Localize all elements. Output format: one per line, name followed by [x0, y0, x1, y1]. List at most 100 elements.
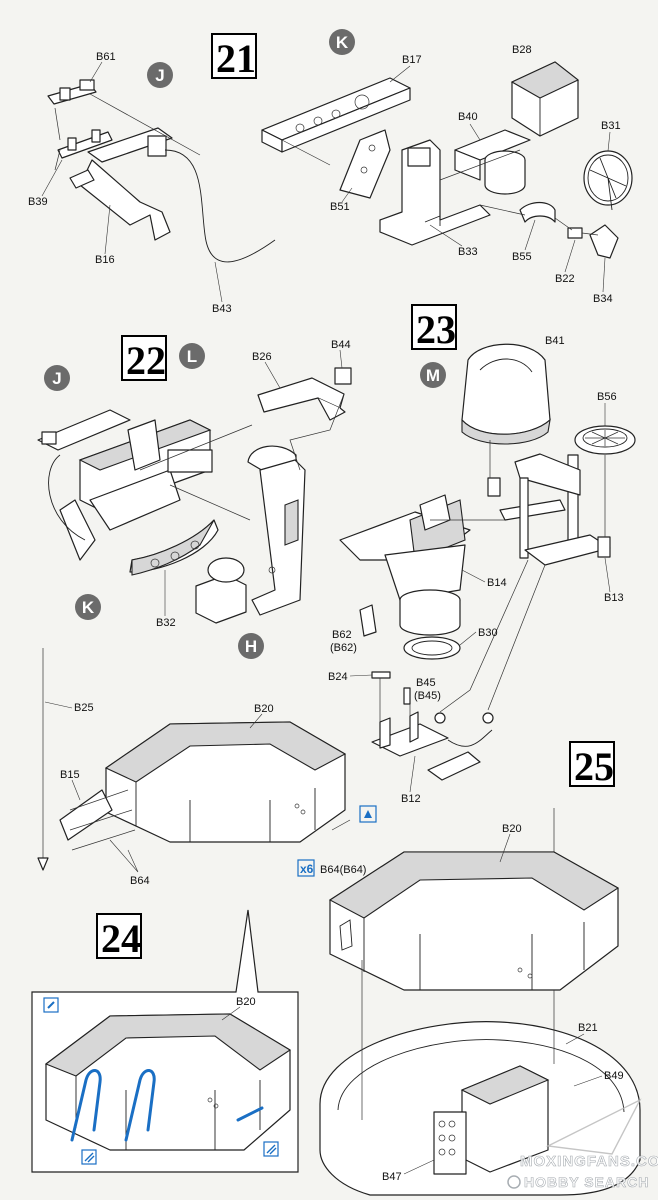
marker-K-circle	[329, 29, 355, 55]
label-B43: B43	[212, 303, 232, 315]
label-B34: B34	[593, 293, 613, 305]
leader-line	[389, 65, 411, 83]
part-B43-cable	[164, 149, 276, 263]
leader-line	[461, 569, 486, 583]
part-B31-wheel	[583, 150, 633, 211]
label-B45: B45	[416, 677, 436, 689]
sub-assembly-K: K	[261, 29, 633, 305]
label-B62-paren: (B62)	[330, 642, 357, 654]
label-B51: B51	[330, 201, 350, 213]
leader-line	[221, 1006, 241, 1021]
leader-line	[607, 131, 611, 152]
turret-ring-step-24-prep: x6 B64(B64) B25 B20 B15 B64	[37, 648, 377, 887]
label-B32: B32	[156, 617, 176, 629]
label-B22: B22	[555, 273, 575, 285]
guide-line	[379, 678, 411, 722]
grab-handle-left	[70, 1069, 102, 1142]
guide-line	[581, 232, 599, 236]
step-25-number: 25	[574, 744, 614, 789]
step-21: 21 J B61 B39 B16	[28, 33, 276, 315]
guide-line	[169, 484, 251, 521]
part-B34	[589, 224, 619, 259]
leader-line	[564, 239, 576, 273]
part-B24	[371, 671, 391, 679]
watermark-line-2: HOBBY SEARCH	[524, 1174, 649, 1190]
part-B61-bracket	[47, 79, 97, 105]
glue-icon	[359, 805, 377, 823]
watermark-logo	[545, 1098, 642, 1155]
label-B21: B21	[578, 1022, 598, 1034]
leader-line	[44, 701, 73, 709]
leader-line	[409, 755, 416, 793]
guide-line	[554, 217, 573, 231]
guide-line	[439, 149, 521, 181]
marker-M-label: M	[426, 366, 440, 385]
label-B15: B15	[60, 769, 80, 781]
cement-icon	[43, 997, 59, 1013]
step-22: 22 L J K H	[37, 335, 352, 659]
step-21-number: 21	[216, 36, 256, 81]
part-B41-seat	[461, 343, 551, 445]
watermark-line-1: MOXINGFANS.COM	[520, 1153, 658, 1170]
part-B17-plate	[261, 77, 411, 153]
part-B33-frame	[379, 139, 491, 246]
watermark: MOXINGFANS.COM HOBBY SEARCH	[507, 1098, 658, 1190]
leader-line	[341, 187, 353, 203]
guide-line	[331, 819, 351, 831]
part-B40	[454, 129, 531, 195]
leader-line	[349, 674, 373, 677]
guide-line	[69, 789, 136, 851]
label-B55: B55	[512, 251, 532, 263]
guide-line	[139, 424, 253, 471]
leader-line	[499, 833, 511, 863]
hobby-search-icon	[507, 1175, 521, 1189]
step-25: 25 B20 B21 B49 B47	[319, 741, 641, 1196]
label-B20-upper: B20	[254, 703, 274, 715]
step-24: 24 B20	[31, 909, 299, 1173]
marker-H-circle	[238, 633, 264, 659]
guide-line	[479, 204, 526, 216]
leader-line	[469, 123, 481, 141]
marker-K-label: K	[336, 33, 349, 52]
part-B13-stand	[487, 453, 611, 566]
part-B62	[359, 604, 377, 637]
step-24-box	[96, 913, 142, 959]
step-22-box	[121, 335, 167, 381]
label-B20-step25: B20	[502, 823, 522, 835]
step-21-box	[211, 33, 257, 79]
guide-line	[54, 107, 61, 141]
leader-line	[109, 839, 139, 873]
rod-part	[236, 1106, 264, 1122]
part-B30-inner	[411, 640, 453, 656]
part-B39	[57, 129, 113, 159]
quantity-label: B64(B64)	[320, 864, 366, 876]
label-B62: B62	[332, 629, 352, 641]
label-B31: B31	[601, 120, 621, 132]
part-B15	[59, 789, 113, 841]
label-B20-step24: B20	[236, 996, 256, 1008]
assembled-J-K	[37, 409, 213, 561]
leader-line	[604, 557, 611, 593]
quantity-multiplier: x6	[300, 862, 314, 876]
grab-handle-right	[124, 1069, 156, 1142]
leader-line	[41, 159, 63, 197]
label-B12: B12	[401, 793, 421, 805]
cement-icon-brush	[47, 1001, 55, 1009]
label-B14: B14	[487, 577, 507, 589]
guide-line	[487, 564, 546, 711]
leader-line	[214, 261, 223, 303]
label-B16: B16	[95, 254, 115, 266]
step-22-number: 22	[126, 338, 166, 383]
part-B16-pedals	[69, 127, 173, 241]
part-B12-bracket	[371, 711, 494, 781]
leader-line	[249, 713, 263, 729]
label-B13: B13	[604, 592, 624, 604]
step-23: 23 M	[328, 304, 636, 805]
leader-line	[524, 219, 536, 251]
leader-line	[71, 779, 81, 801]
label-B47: B47	[382, 1171, 402, 1183]
label-B24: B24	[328, 671, 348, 683]
guide-line	[439, 559, 529, 713]
label-B39: B39	[28, 196, 48, 208]
